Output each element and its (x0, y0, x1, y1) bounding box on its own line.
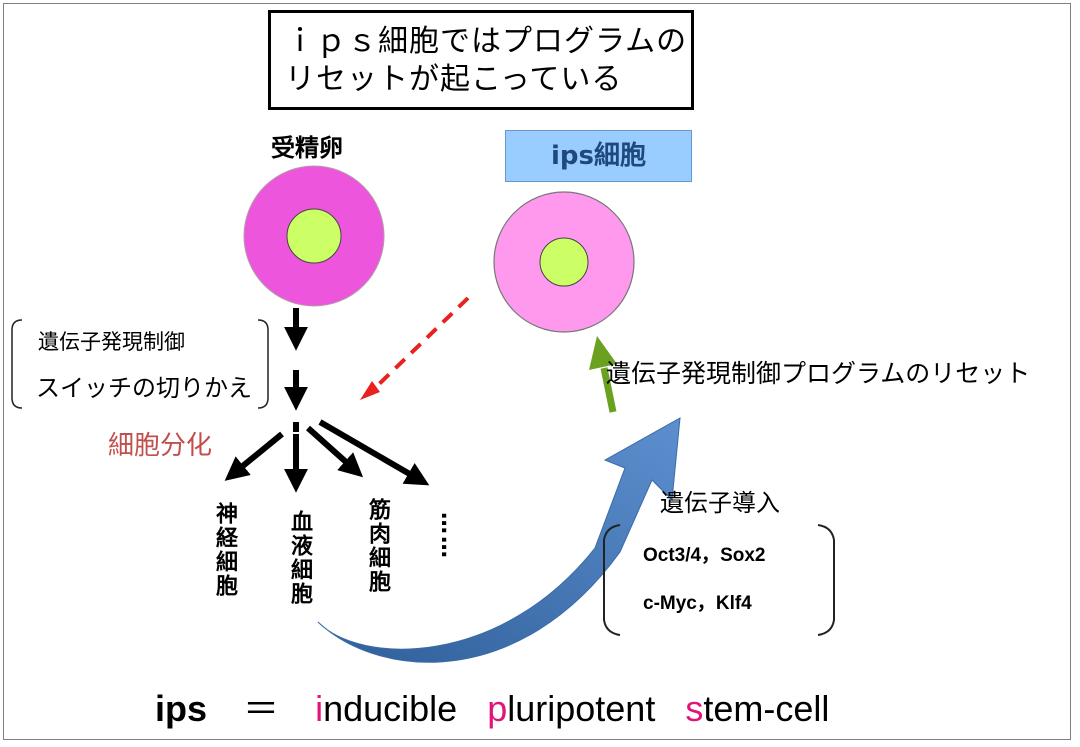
reset-arrow-shaft (600, 367, 617, 413)
differentiation-label: 細胞分化 (108, 431, 213, 461)
gene-bracket-left (603, 524, 621, 636)
acronym-rest-pluripotent: luripotent (507, 688, 656, 729)
reset-arrow-head (589, 336, 617, 370)
acronym-initial-i: i (315, 688, 324, 729)
switch-bracket-left (11, 319, 23, 409)
cell-type-ellipsis: …… (436, 512, 461, 560)
switch-bracket-right (257, 319, 269, 409)
fertilized-egg-label: 受精卵 (271, 134, 343, 162)
dashed-reprogramming-arrow (373, 296, 470, 390)
reset-label: 遺伝子発現制御プログラムのリセット (606, 359, 1031, 388)
cell-type-muscle: 筋肉細胞 (365, 498, 390, 594)
ips-cell-label: ips細胞 (505, 130, 692, 182)
gene-introduction-arrow (317, 417, 681, 663)
fertilized-egg-nucleus (286, 208, 342, 264)
acronym-rest-stem-cell: tem-cell (703, 688, 830, 729)
cell-type-blood: 血液細胞 (287, 510, 312, 606)
gene-bracket-right (817, 524, 835, 636)
title-box: ｉｐｓ細胞ではプログラムの リセットが起こっている (268, 10, 694, 110)
gene-list-line-2: c-Myc，Klf4 (643, 593, 752, 614)
title-line-2: リセットが起こっている (285, 62, 623, 97)
title-line-1: ｉｐｓ細胞ではプログラムの (285, 24, 688, 59)
acronym-word-pluripotent: pluripotent (487, 688, 655, 729)
gene-list-line-1: Oct3/4，Sox2 (643, 545, 766, 566)
acronym-initial-s: s (685, 688, 704, 729)
acronym-word-stem-cell: stem-cell (685, 688, 829, 729)
branch-arrow-other (318, 419, 430, 486)
acronym-abbr: ips (155, 688, 208, 729)
gene-introduction-label: 遺伝子導入 (660, 489, 780, 517)
switch-label-line-2: スイッチの切りかえ (36, 374, 252, 402)
acronym-equals: ＝ (243, 688, 280, 729)
acronym-initial-p: p (487, 688, 508, 729)
branch-arrow-nerve (224, 431, 284, 481)
acronym-word-inducible: inducible (315, 688, 457, 729)
branch-arrow-muscle (306, 425, 364, 478)
switch-label-line-1: 遺伝子発現制御 (38, 330, 185, 354)
acronym-rest-inducible: nducible (323, 688, 458, 729)
ips-acronym: ips ＝ inducible pluripotent stem-cell (155, 680, 829, 732)
ips-cell-nucleus (539, 237, 589, 287)
diagram-frame (3, 3, 1071, 740)
dashed-arrow-head (360, 381, 380, 400)
cell-type-nerve: 神経細胞 (212, 502, 237, 598)
